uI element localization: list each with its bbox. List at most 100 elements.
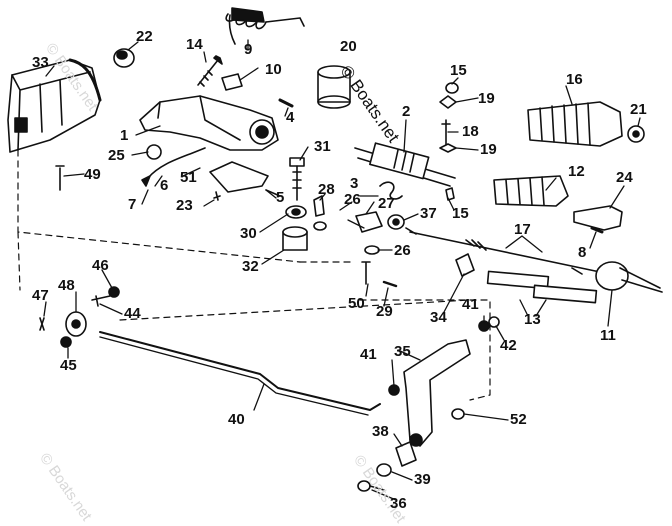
part-21-cap: [627, 125, 645, 143]
callout-41b: 41: [462, 296, 479, 313]
part-14-screw: [197, 55, 223, 87]
callout-38: 38: [372, 423, 389, 440]
callout-23: 23: [176, 197, 193, 214]
callout-47: 47: [32, 287, 49, 304]
callout-26: 26: [344, 191, 361, 208]
callout-13: 13: [524, 311, 541, 328]
part-11-handle: [595, 261, 663, 293]
callout-6: 6: [160, 177, 169, 194]
callout-49: 49: [84, 166, 101, 183]
callout-35: 35: [394, 343, 411, 360]
callout-50: 50: [348, 295, 365, 312]
callout-39: 39: [414, 471, 431, 488]
part-15-bushing: [445, 82, 459, 94]
callout-26b: 26: [394, 242, 411, 259]
part-37-nut: [387, 214, 405, 230]
callout-52: 52: [510, 411, 527, 428]
callout-15b: 15: [452, 205, 469, 222]
callout-45: 45: [60, 357, 77, 374]
part-50-stud: [361, 261, 371, 285]
part-30-bushing: [285, 205, 307, 219]
callout-31: 31: [314, 138, 331, 155]
part-9-spring: [225, 7, 305, 45]
part-4-pin: [278, 98, 294, 108]
part-17-cable: [405, 227, 601, 275]
part-12-sleeve: [493, 175, 569, 207]
part-23-screw: [213, 191, 221, 201]
callout-22: 22: [136, 28, 153, 45]
callout-44: 44: [124, 305, 141, 322]
part-29-pin: [382, 280, 398, 288]
part-7-terminal: [141, 175, 151, 187]
part-31-bolt: [289, 157, 305, 201]
part-52-washer: [451, 408, 465, 420]
part-26-washer: [313, 221, 327, 231]
callout-51: 51: [180, 169, 197, 186]
part-47-cotter-pin: [39, 317, 45, 331]
callout-15: 15: [450, 62, 467, 79]
part-39-washer: [376, 463, 392, 477]
callout-5: 5: [276, 189, 285, 206]
part-35-lever: [403, 339, 471, 447]
callout-24: 24: [616, 169, 633, 186]
part-49-screw: [55, 165, 65, 191]
callout-1: 1: [120, 127, 129, 144]
part-40-rod: [99, 331, 381, 411]
part-38-roller: [395, 441, 417, 467]
callout-11: 11: [600, 327, 616, 344]
part-44-screw: [91, 295, 111, 307]
callout-19b: 19: [480, 141, 497, 158]
callout-4: 4: [286, 109, 295, 126]
callout-28: 28: [318, 181, 335, 198]
callout-30: 30: [240, 225, 257, 242]
part-36-bolt: [357, 480, 385, 492]
callout-25: 25: [108, 147, 125, 164]
part-1-bracket: [139, 95, 279, 151]
part-19-washer-b: [439, 143, 457, 153]
part-42-washer: [488, 316, 500, 328]
part-51-plate: [209, 161, 269, 193]
part-24-switch: [573, 205, 623, 231]
callout-17: 17: [514, 221, 531, 238]
callout-42: 42: [500, 337, 517, 354]
part-20-bushing: [317, 65, 351, 109]
callout-34: 34: [430, 309, 447, 326]
callout-33: 33: [32, 54, 49, 71]
dashed-assembly-outline: [17, 149, 491, 401]
callout-8: 8: [578, 244, 587, 261]
callout-32: 32: [242, 258, 259, 275]
part-18-pin: [441, 119, 451, 147]
part-8-pin: [590, 226, 604, 234]
part-33-housing: [7, 58, 102, 153]
callout-2: 2: [402, 103, 411, 120]
callout-19: 19: [478, 90, 495, 107]
part-28-clip: [313, 195, 325, 217]
part-6-wire: [147, 147, 206, 179]
part-26-washer-b: [364, 245, 380, 255]
part-15-bushing-b: [445, 187, 455, 201]
part-2-shaft: [354, 142, 456, 187]
part-16-grip: [527, 101, 623, 147]
callout-14: 14: [186, 36, 203, 53]
part-13-sleeves: [486, 270, 598, 304]
callout-16: 16: [566, 71, 583, 88]
callout-40: 40: [228, 411, 245, 428]
leader-lines: [43, 39, 641, 501]
callout-36: 36: [390, 495, 407, 512]
callout-21: 21: [630, 101, 647, 118]
callout-20: 20: [340, 38, 357, 55]
part-27-link: [355, 211, 383, 233]
callout-27: 27: [378, 195, 395, 212]
callout-48: 48: [58, 277, 75, 294]
part-34-bracket: [455, 253, 475, 277]
part-25-plug: [146, 144, 162, 160]
callout-10: 10: [265, 61, 282, 78]
callout-3: 3: [350, 175, 359, 192]
callout-41: 41: [360, 346, 377, 363]
callout-37: 37: [420, 205, 437, 222]
part-5-screw: [265, 189, 281, 197]
part-3-spring-clip: [379, 181, 403, 200]
callout-9: 9: [244, 41, 253, 58]
callout-46: 46: [92, 257, 109, 274]
part-10-clip: [221, 73, 243, 91]
